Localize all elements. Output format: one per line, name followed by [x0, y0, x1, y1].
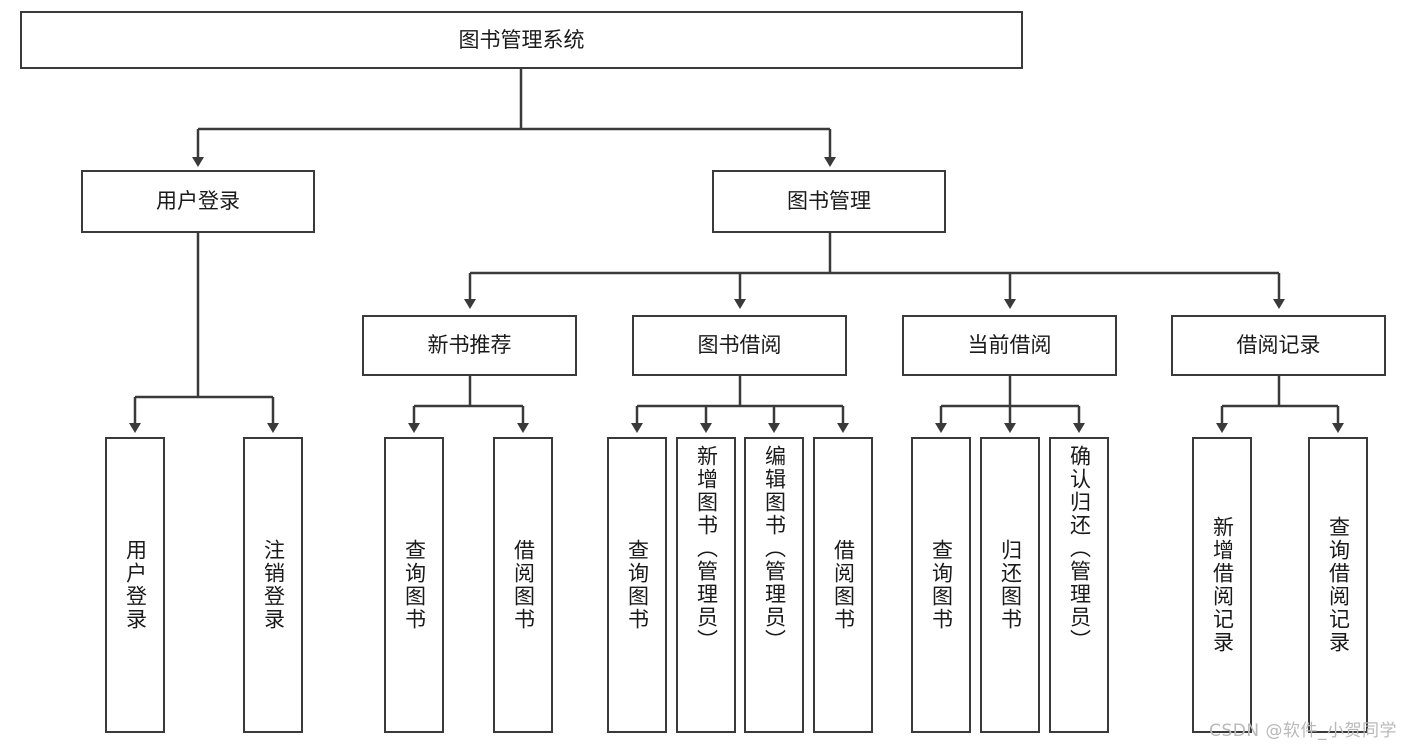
node-leaf-user-login-label: 用户登录	[123, 539, 148, 631]
node-book-manage[interactable]: 图书管理	[712, 170, 946, 233]
node-leaf-query-book-3[interactable]: 查询图书	[911, 437, 971, 733]
node-book-borrow-label: 图书借阅	[697, 333, 782, 358]
node-leaf-confirm-return-label: 确认归还（管理员）	[1067, 445, 1092, 652]
node-leaf-query-book-2-label: 查询图书	[625, 539, 650, 631]
node-leaf-logout-login[interactable]: 注销登录	[243, 437, 303, 733]
node-new-book-recommend[interactable]: 新书推荐	[362, 315, 577, 376]
node-leaf-edit-book-label: 编辑图书（管理员）	[762, 445, 787, 652]
node-leaf-add-book-label: 新增图书（管理员）	[694, 445, 719, 652]
node-leaf-query-book-1[interactable]: 查询图书	[384, 437, 444, 733]
node-current-borrow[interactable]: 当前借阅	[902, 315, 1117, 376]
node-root-label: 图书管理系统	[458, 27, 585, 52]
node-leaf-return-book[interactable]: 归还图书	[980, 437, 1040, 733]
node-leaf-edit-book[interactable]: 编辑图书（管理员）	[744, 437, 804, 733]
node-leaf-add-book[interactable]: 新增图书（管理员）	[676, 437, 736, 733]
node-leaf-confirm-return[interactable]: 确认归还（管理员）	[1049, 437, 1109, 733]
node-borrow-record-label: 借阅记录	[1236, 333, 1321, 358]
node-user-login-label: 用户登录	[156, 189, 240, 214]
node-leaf-query-book-1-label: 查询图书	[402, 539, 427, 631]
node-leaf-logout-login-label: 注销登录	[261, 539, 286, 631]
node-leaf-borrow-book-2[interactable]: 借阅图书	[813, 437, 873, 733]
node-book-manage-label: 图书管理	[787, 189, 871, 214]
node-root[interactable]: 图书管理系统	[20, 11, 1023, 69]
node-leaf-borrow-book-1-label: 借阅图书	[511, 539, 536, 631]
node-current-borrow-label: 当前借阅	[967, 333, 1052, 358]
watermark-text: CSDN @软件_小贺同学	[1209, 721, 1397, 741]
node-leaf-borrow-book-1[interactable]: 借阅图书	[493, 437, 553, 733]
node-leaf-borrow-book-2-label: 借阅图书	[831, 539, 856, 631]
node-borrow-record[interactable]: 借阅记录	[1171, 315, 1386, 376]
node-new-book-recommend-label: 新书推荐	[427, 333, 512, 358]
node-leaf-query-borrow-record-label: 查询借阅记录	[1326, 516, 1351, 654]
node-leaf-query-book-2[interactable]: 查询图书	[607, 437, 667, 733]
node-leaf-add-borrow-record-label: 新增借阅记录	[1210, 516, 1235, 654]
node-book-borrow[interactable]: 图书借阅	[632, 315, 847, 376]
node-leaf-user-login[interactable]: 用户登录	[105, 437, 165, 733]
node-leaf-return-book-label: 归还图书	[998, 539, 1023, 631]
node-leaf-query-book-3-label: 查询图书	[929, 539, 954, 631]
node-leaf-add-borrow-record[interactable]: 新增借阅记录	[1192, 437, 1252, 733]
node-leaf-query-borrow-record[interactable]: 查询借阅记录	[1308, 437, 1368, 733]
node-user-login[interactable]: 用户登录	[81, 170, 315, 233]
